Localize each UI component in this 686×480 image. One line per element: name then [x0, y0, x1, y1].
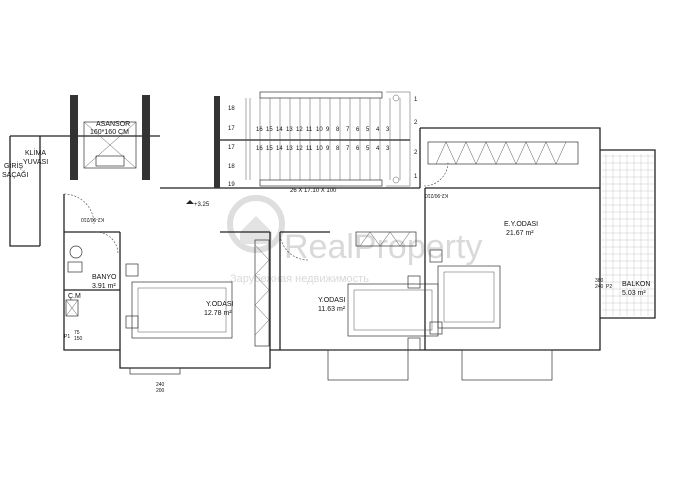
wardrobes: [254, 141, 579, 347]
stair-number: 14: [276, 146, 283, 152]
stair-number: 6: [356, 146, 360, 152]
p2-tag: P2: [606, 284, 612, 290]
yodasi1-area: 12.78 m²: [204, 310, 232, 317]
staircase: 26 X 17.10 X 100: [214, 91, 411, 194]
stair-number: 12: [296, 127, 303, 133]
stair-number: 14: [276, 127, 283, 133]
p1-tag: P1: [64, 334, 70, 340]
balkon-area: 5.03 m²: [622, 290, 646, 297]
watermark-logo-icon: [227, 195, 285, 253]
stair-number: 11: [306, 146, 313, 152]
watermark: RealProperty Зарубежная недвижимость: [227, 195, 482, 285]
stair-number: 5: [366, 127, 370, 133]
doors: [63, 161, 449, 261]
watermark-brand: RealProperty: [284, 228, 482, 266]
stair-left-number: 17: [228, 126, 235, 132]
stair-number: 16: [256, 146, 263, 152]
banyo-area: 3.91 m²: [92, 283, 116, 290]
level-mark: +3.25: [194, 202, 210, 208]
klima-label-line2: YUVASI: [23, 159, 48, 166]
eyodasi-label: E.Y.ODASI: [504, 221, 538, 228]
door-code-1: K2-90/210: [81, 216, 104, 222]
stair-left-number: 19: [228, 182, 235, 188]
bathroom-fixtures: [65, 245, 83, 317]
win-balkon-h: 240: [595, 284, 604, 290]
stair-number: 9: [326, 127, 330, 133]
win-bottom-h: 200: [156, 388, 165, 394]
bed-1: [125, 263, 233, 339]
stair-number: 8: [336, 127, 340, 133]
stair-left-number: 18: [228, 106, 235, 112]
win-p1-h: 150: [74, 336, 83, 342]
asansor-label: ASANSOR: [96, 121, 130, 128]
windows-bottom: [129, 349, 553, 381]
level-arrow-icon: [186, 200, 194, 204]
win-balkon-w: 380: [595, 278, 604, 284]
stair-right-number: 1: [414, 174, 418, 180]
stair-number: 16: [256, 127, 263, 133]
yodasi1-label: Y.ODASI: [206, 301, 234, 308]
banyo-label: BANYO: [92, 274, 117, 281]
stair-number: 13: [286, 127, 293, 133]
klima-label-line1: KLİMA: [25, 148, 46, 157]
cm-label: Ç.M: [68, 293, 81, 300]
stair-left-number: 17: [228, 145, 235, 151]
stair-left-number: 18: [228, 164, 235, 170]
stair-number: 15: [266, 127, 273, 133]
balkon-label: BALKON: [622, 281, 650, 288]
stair-number: 9: [326, 146, 330, 152]
stair-number: 5: [366, 146, 370, 152]
eyodasi-area: 21.67 m²: [506, 230, 534, 237]
asansor-size: 160*160 CM: [90, 129, 129, 136]
stair-label: 26 X 17.10 X 100: [290, 188, 337, 194]
yodasi2-area: 11.63 m²: [318, 306, 346, 313]
stair-right-number: 2: [414, 120, 418, 126]
stair-number: 15: [266, 146, 273, 152]
bed-3: [429, 249, 501, 335]
stair-number: 13: [286, 146, 293, 152]
yodasi2-label: Y.ODASI: [318, 297, 346, 304]
watermark-tagline: Зарубежная недвижимость: [230, 273, 369, 285]
stair-number: 10: [316, 146, 323, 152]
win-p1-w: 75: [74, 330, 80, 336]
stair-number: 4: [376, 127, 380, 133]
door-code-2: K2-90/210: [425, 192, 448, 198]
stair-right-number: 2: [414, 150, 418, 156]
giris-label-line2: SAÇAĞI: [2, 170, 29, 179]
stair-number: 10: [316, 127, 323, 133]
stair-number: 8: [336, 146, 340, 152]
stair-number: 3: [386, 127, 390, 133]
giris-label-line1: GİRİŞ: [4, 161, 23, 170]
elevator-shaft: ASANSOR 160*160 CM: [70, 95, 150, 180]
stair-number: 3: [386, 146, 390, 152]
balcony: [602, 154, 654, 316]
interior-walls: [64, 187, 600, 350]
stair-number: 7: [346, 127, 350, 133]
watermark-house-icon: [240, 216, 272, 244]
stair-number: 4: [376, 146, 380, 152]
bed-2: [347, 275, 439, 351]
stair-right-number: 1: [414, 97, 418, 103]
stair-left-numbers: 18 17 17 18 19: [228, 106, 235, 188]
stair-number: 6: [356, 127, 360, 133]
stair-number: 11: [306, 127, 313, 133]
stair-number: 7: [346, 146, 350, 152]
win-bottom-w: 240: [156, 382, 165, 388]
stair-number: 12: [296, 146, 303, 152]
stair-right-numbers: 1 2 2 1: [414, 97, 418, 180]
